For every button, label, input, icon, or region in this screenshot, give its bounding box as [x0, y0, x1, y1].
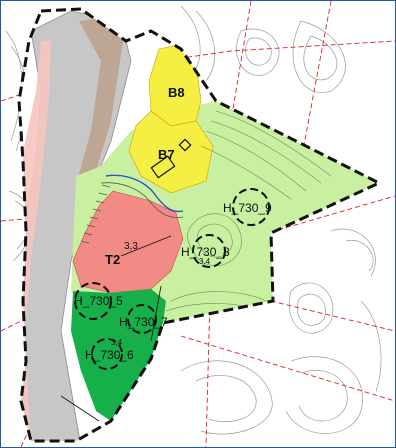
label-b8: B8	[168, 85, 185, 100]
hazard-label-h730-5: H_730_5	[74, 294, 123, 308]
label-t2: T2	[105, 252, 120, 267]
hazard-label-h730-8: H_730_8	[181, 245, 230, 259]
plan-boundary	[17, 7, 383, 443]
small-number-b: 3,4	[111, 338, 123, 347]
parking-area	[80, 184, 111, 244]
hazard-zones	[74, 188, 270, 370]
building-outlines	[150, 138, 192, 179]
small-number: 3,4	[199, 257, 211, 266]
zone-green-dark[interactable]	[71, 289, 166, 421]
t2-value: 3,3	[124, 241, 138, 252]
hazard-label-h730-6: H_730_6	[85, 348, 134, 362]
hazard-label-h730-7: H_730_7	[119, 315, 168, 329]
access-road	[105, 174, 184, 213]
zone-b7[interactable]	[128, 110, 214, 194]
hazard-label-h730-9: H_730_9	[223, 201, 272, 215]
label-b7: B7	[158, 147, 175, 162]
contour-lines	[5, 5, 382, 435]
